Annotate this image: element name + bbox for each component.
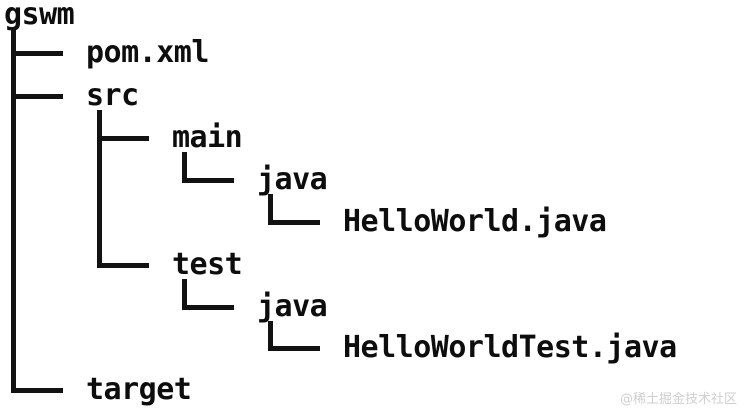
tree-branch-horizontal <box>182 178 234 183</box>
tree-branch-vertical <box>97 110 102 268</box>
tree-branch-horizontal <box>11 388 63 393</box>
tree-file-label: HelloWorld.java <box>343 204 607 239</box>
tree-directory-label: java <box>257 162 328 197</box>
tree-branch-horizontal <box>182 305 234 310</box>
tree-root-label: gswm <box>4 0 75 32</box>
tree-directory-label: src <box>86 78 139 113</box>
tree-branch-horizontal <box>268 346 320 351</box>
tree-branch-horizontal <box>97 136 149 141</box>
tree-branch-horizontal <box>268 220 320 225</box>
tree-branch-horizontal <box>11 51 63 56</box>
watermark: @稀土掘金技术社区 <box>619 392 737 407</box>
tree-directory-label: target <box>86 372 192 407</box>
tree-directory-label: test <box>172 247 243 282</box>
tree-branch-horizontal <box>11 94 63 99</box>
tree-directory-label: main <box>172 120 243 155</box>
tree-branch-vertical <box>182 152 187 183</box>
tree-directory-label: java <box>257 289 328 324</box>
tree-branch-vertical <box>268 321 273 351</box>
tree-branch-vertical <box>268 194 273 225</box>
tree-file-label: pom.xml <box>86 35 209 70</box>
tree-branch-vertical <box>182 279 187 310</box>
tree-file-label: HelloWorldTest.java <box>343 330 677 365</box>
tree-branch-horizontal <box>97 263 149 268</box>
tree-branch-vertical <box>11 27 16 393</box>
